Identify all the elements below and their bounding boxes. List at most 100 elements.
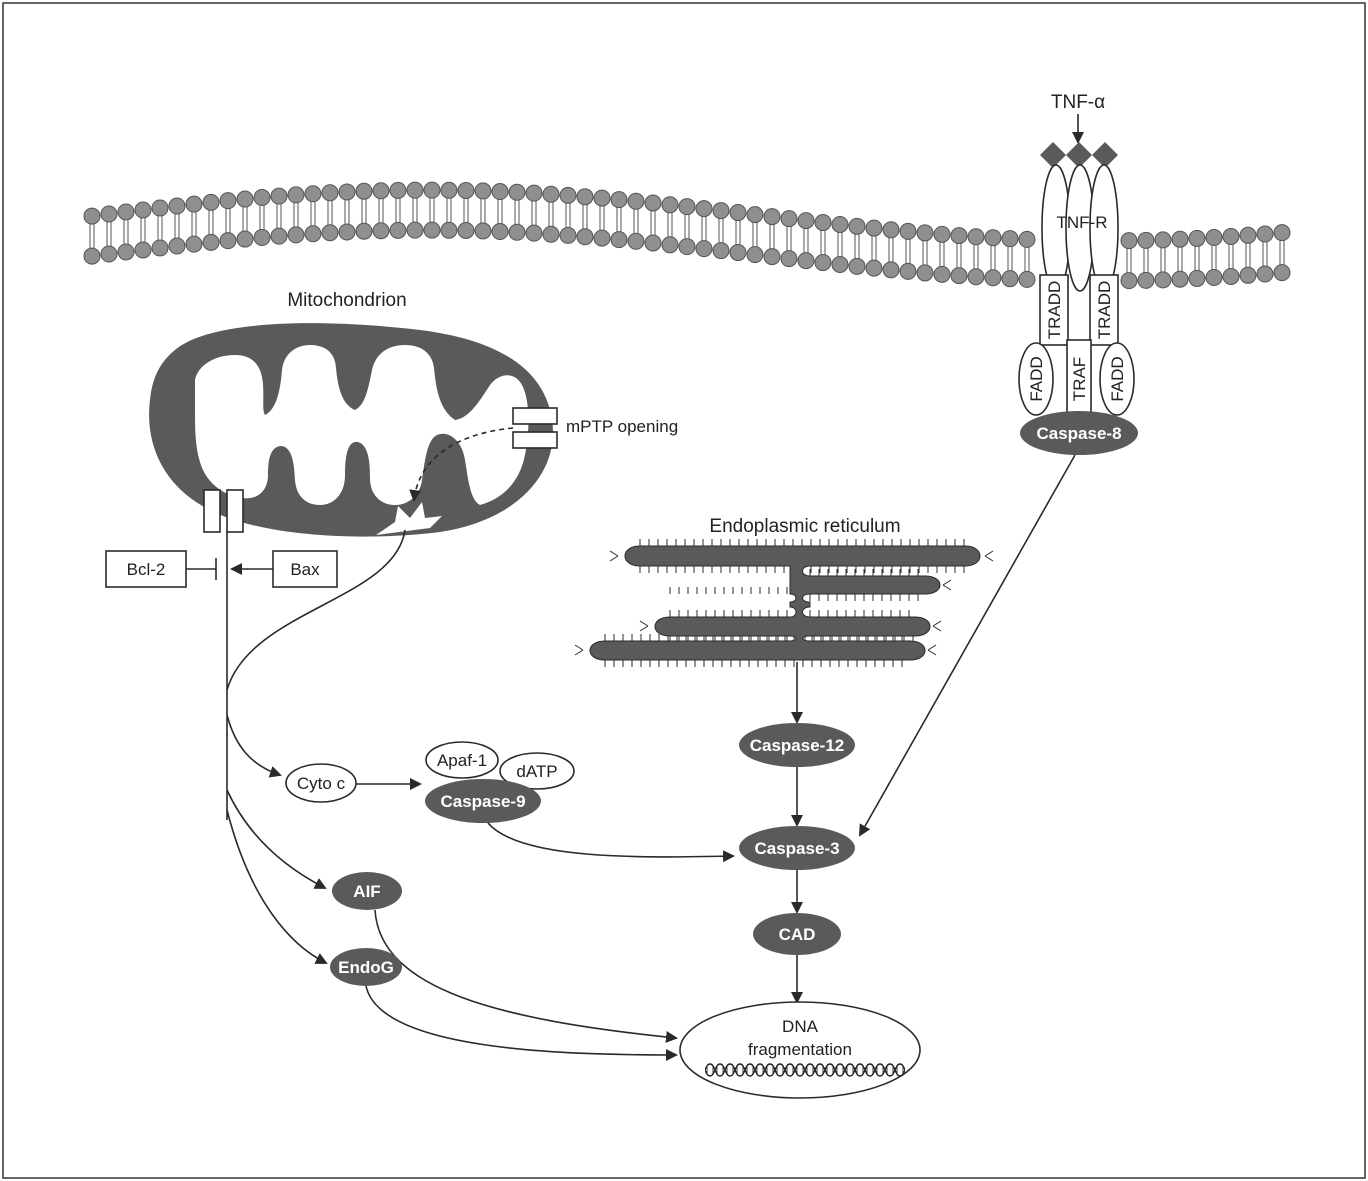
- lipid-head: [1172, 271, 1188, 287]
- lipid-head: [186, 196, 202, 212]
- lipid-head: [492, 184, 508, 200]
- lipid-head: [1155, 232, 1171, 248]
- er-ribosome: [575, 645, 583, 650]
- er-ribosome: [610, 551, 618, 556]
- endog-label: EndoG: [338, 958, 394, 977]
- lipid-head: [1274, 265, 1290, 281]
- cad-label: CAD: [779, 925, 816, 944]
- caspase-9-label: Caspase-9: [440, 792, 525, 811]
- lipid-head: [985, 270, 1001, 286]
- lipid-head: [1189, 230, 1205, 246]
- lipid-head: [458, 222, 474, 238]
- lipid-head: [662, 197, 678, 213]
- tradd-left-label: TRADD: [1045, 281, 1064, 340]
- er-label: Endoplasmic reticulum: [709, 516, 900, 537]
- traf-label: TRAF: [1070, 357, 1089, 401]
- lipid-head: [254, 230, 270, 246]
- lipid-head: [1002, 231, 1018, 247]
- endoplasmic-reticulum: Endoplasmic reticulum: [575, 516, 993, 667]
- apaf-1-label: Apaf-1: [437, 751, 487, 770]
- lipid-head: [169, 198, 185, 214]
- lipid-head: [1002, 271, 1018, 287]
- lipid-head: [509, 184, 525, 200]
- lipid-head: [645, 235, 661, 251]
- lipid-head: [441, 182, 457, 198]
- lipid-head: [1172, 231, 1188, 247]
- tnf-ligand-1: [1040, 142, 1066, 168]
- lipid-head: [271, 188, 287, 204]
- lipid-head: [951, 268, 967, 284]
- lipid-head: [543, 186, 559, 202]
- er-ribosome: [928, 645, 936, 650]
- lipid-head: [1223, 228, 1239, 244]
- lipid-head: [152, 240, 168, 256]
- lipid-head: [407, 222, 423, 238]
- lipid-head: [288, 187, 304, 203]
- lipid-head: [339, 224, 355, 240]
- caspase-3-label: Caspase-3: [754, 839, 839, 858]
- lipid-head: [101, 206, 117, 222]
- lipid-head: [696, 241, 712, 257]
- lipid-head: [118, 204, 134, 220]
- lipid-head: [1121, 273, 1137, 289]
- lipid-head: [186, 236, 202, 252]
- lipid-head: [985, 230, 1001, 246]
- arrow-to-cyto-c: [227, 715, 280, 775]
- lipid-head: [815, 215, 831, 231]
- lipid-head: [492, 224, 508, 240]
- lipid-head: [135, 242, 151, 258]
- lipid-head: [152, 200, 168, 216]
- lipid-head: [1240, 227, 1256, 243]
- lipid-head: [747, 207, 763, 223]
- lipid-head: [237, 231, 253, 247]
- lipid-head: [866, 220, 882, 236]
- lipid-head: [730, 205, 746, 221]
- lipid-head: [305, 186, 321, 202]
- lipid-head: [798, 213, 814, 229]
- tnf-alpha-label: TNF-α: [1051, 92, 1105, 113]
- lipid-head: [1257, 226, 1273, 242]
- lipid-head: [356, 223, 372, 239]
- lipid-head: [1257, 266, 1273, 282]
- aif-label: AIF: [353, 882, 380, 901]
- figure-frame: [3, 3, 1365, 1178]
- er-ribosome: [985, 556, 993, 561]
- lipid-head: [135, 202, 151, 218]
- lipid-head: [390, 182, 406, 198]
- lipid-head: [1206, 230, 1222, 246]
- er-ribosome: [928, 650, 936, 655]
- er-ribosome: [640, 626, 648, 631]
- lipid-head: [322, 225, 338, 241]
- lipid-head: [611, 192, 627, 208]
- lipid-head: [1189, 270, 1205, 286]
- lipid-head: [203, 234, 219, 250]
- lipid-head: [390, 222, 406, 238]
- lipid-head: [475, 183, 491, 199]
- lipid-head: [1155, 272, 1171, 288]
- lipid-head: [169, 238, 185, 254]
- lipid-head: [339, 184, 355, 200]
- tnf-ligand-3: [1092, 142, 1118, 168]
- caspase-8-label: Caspase-8: [1036, 424, 1121, 443]
- lipid-head: [577, 229, 593, 245]
- mitochondrion-label: Mitochondrion: [287, 290, 406, 311]
- lipid-head: [1240, 267, 1256, 283]
- lipid-head: [900, 263, 916, 279]
- lipid-head: [526, 185, 542, 201]
- lipid-head: [1274, 225, 1290, 241]
- lipid-head: [628, 233, 644, 249]
- lipid-head: [917, 265, 933, 281]
- arrow-caspase-9-to-caspase-3: [488, 823, 733, 857]
- fadd-left-label: FADD: [1027, 356, 1046, 401]
- lipid-head: [1138, 232, 1154, 248]
- lipid-head: [84, 208, 100, 224]
- er-ribosome: [610, 556, 618, 561]
- mptp-label: mPTP opening: [566, 417, 678, 436]
- lipid-head: [458, 182, 474, 198]
- lipid-head: [815, 255, 831, 271]
- arrow-aif-to-dna: [375, 910, 676, 1038]
- lipid-head: [798, 253, 814, 269]
- lipid-head: [305, 226, 321, 242]
- lipid-head: [764, 209, 780, 225]
